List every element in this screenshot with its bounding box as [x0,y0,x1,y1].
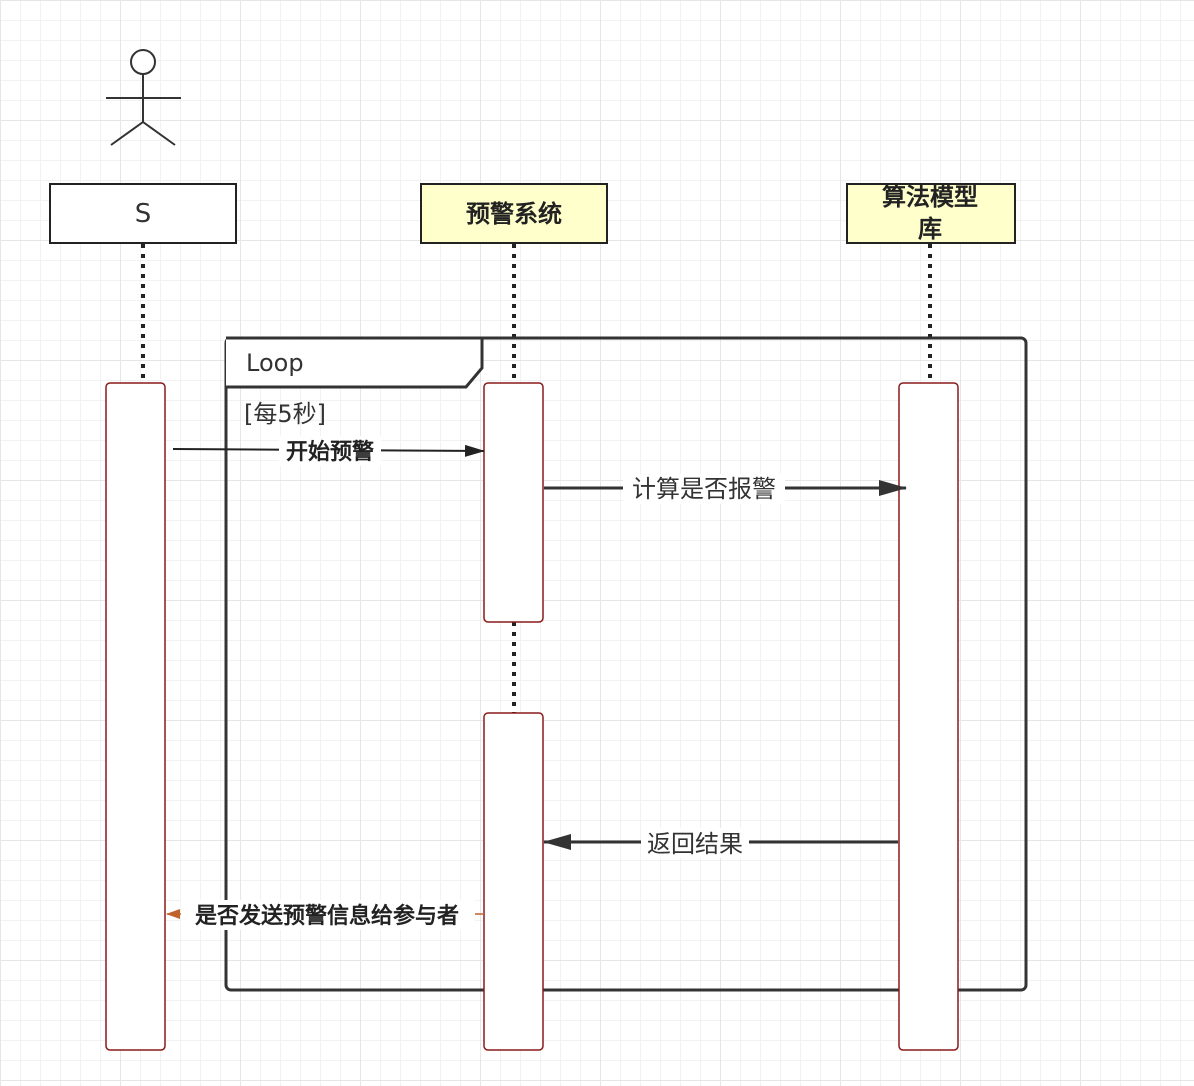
loop-operator-tab [226,336,484,389]
activation-s [105,382,166,1051]
loop-fragment: Loop [每5秒] [224,336,1028,992]
loop-guard-label: [每5秒] [244,400,326,428]
actor-left-leg [110,121,144,146]
loop-frame [224,336,1028,992]
message-compute-alarm-label: 计算是否报警 [632,475,776,503]
participant-s-box [49,183,237,244]
message-send-alert-to-participant[interactable]: 是否发送预警信息给参与者 [166,900,484,930]
participant-alert-system[interactable]: 预警系统 [420,183,608,244]
participant-alert-system-label: 预警系统 [466,200,562,228]
message-return-result-label: 返回结果 [647,830,743,858]
message-start-alert[interactable]: 开始预警 [172,436,485,466]
actor-right-leg [142,121,176,146]
message-return-result-label-bg [641,828,749,858]
participant-model-library-box [846,183,1016,244]
activation-alert-2 [483,712,544,1051]
message-start-alert-label: 开始预警 [286,439,374,465]
message-return-result[interactable]: 返回结果 [543,828,898,858]
message-start-alert-label-bg [279,436,381,466]
message-compute-alarm[interactable]: 计算是否报警 [544,474,907,504]
message-send-alert-label: 是否发送预警信息给参与者 [195,903,459,929]
message-compute-alarm-label-bg [623,474,785,504]
participant-s-label: S [135,199,152,229]
actor-head [130,49,156,75]
activation-alert-1 [483,382,544,623]
actor-figure [106,49,181,146]
activation-model [898,382,959,1051]
participant-model-library-label-line1: 算法模型 [882,183,978,211]
participant-s[interactable]: S [49,183,237,244]
loop-operator-label: Loop [246,349,304,377]
message-send-alert-label-bg [181,900,475,930]
participant-alert-system-box [420,183,608,244]
participant-model-library-label-line2: 库 [918,215,942,243]
participant-model-library[interactable]: 算法模型 库 [846,183,1016,244]
